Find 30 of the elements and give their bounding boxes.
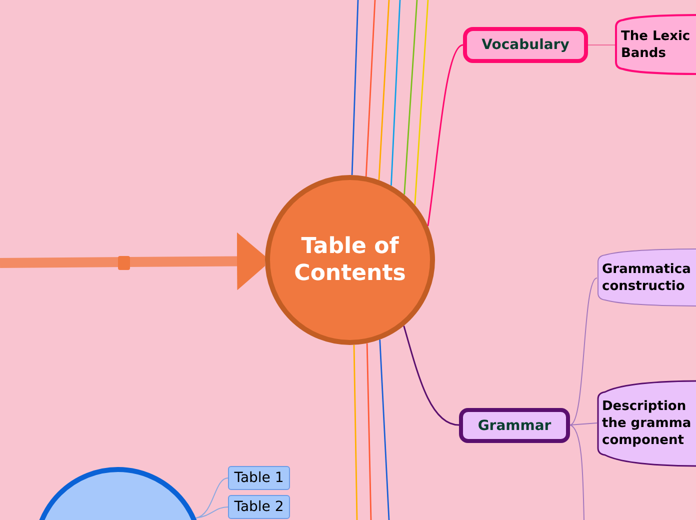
connector-line [588,44,616,46]
subtopic-tag [228,495,290,519]
connector-line [570,278,598,426]
topic-label: Vocabulary [482,36,570,54]
connector-line [414,0,429,206]
topic-label: Grammar [478,416,552,434]
connector-line [404,0,418,195]
connector-line [366,343,372,520]
connector-line [351,0,359,176]
connector-line [570,422,598,426]
subtopic-box [597,248,696,307]
central-topic-label: Table of Contents [293,233,407,287]
topic-label: Grammatica constructio [601,260,692,294]
connector-line [195,478,228,519]
topic-label: Description the gramma component [601,398,692,449]
subtopic-box [615,14,696,75]
connector-line [570,424,584,520]
subtopic-box [597,380,696,467]
connector-line [403,326,460,426]
topic-box [459,408,570,443]
subtopic-tag [228,466,290,490]
connector-line [427,44,464,226]
topic-box [463,27,588,63]
connector-line [365,0,376,177]
connector-line [390,0,401,186]
topic-label: The Lexic Bands [620,28,692,62]
connector-line [353,344,358,520]
topic-label: Table 2 [234,498,284,516]
topic-label: Table 1 [234,469,284,487]
connector-line [195,506,228,519]
